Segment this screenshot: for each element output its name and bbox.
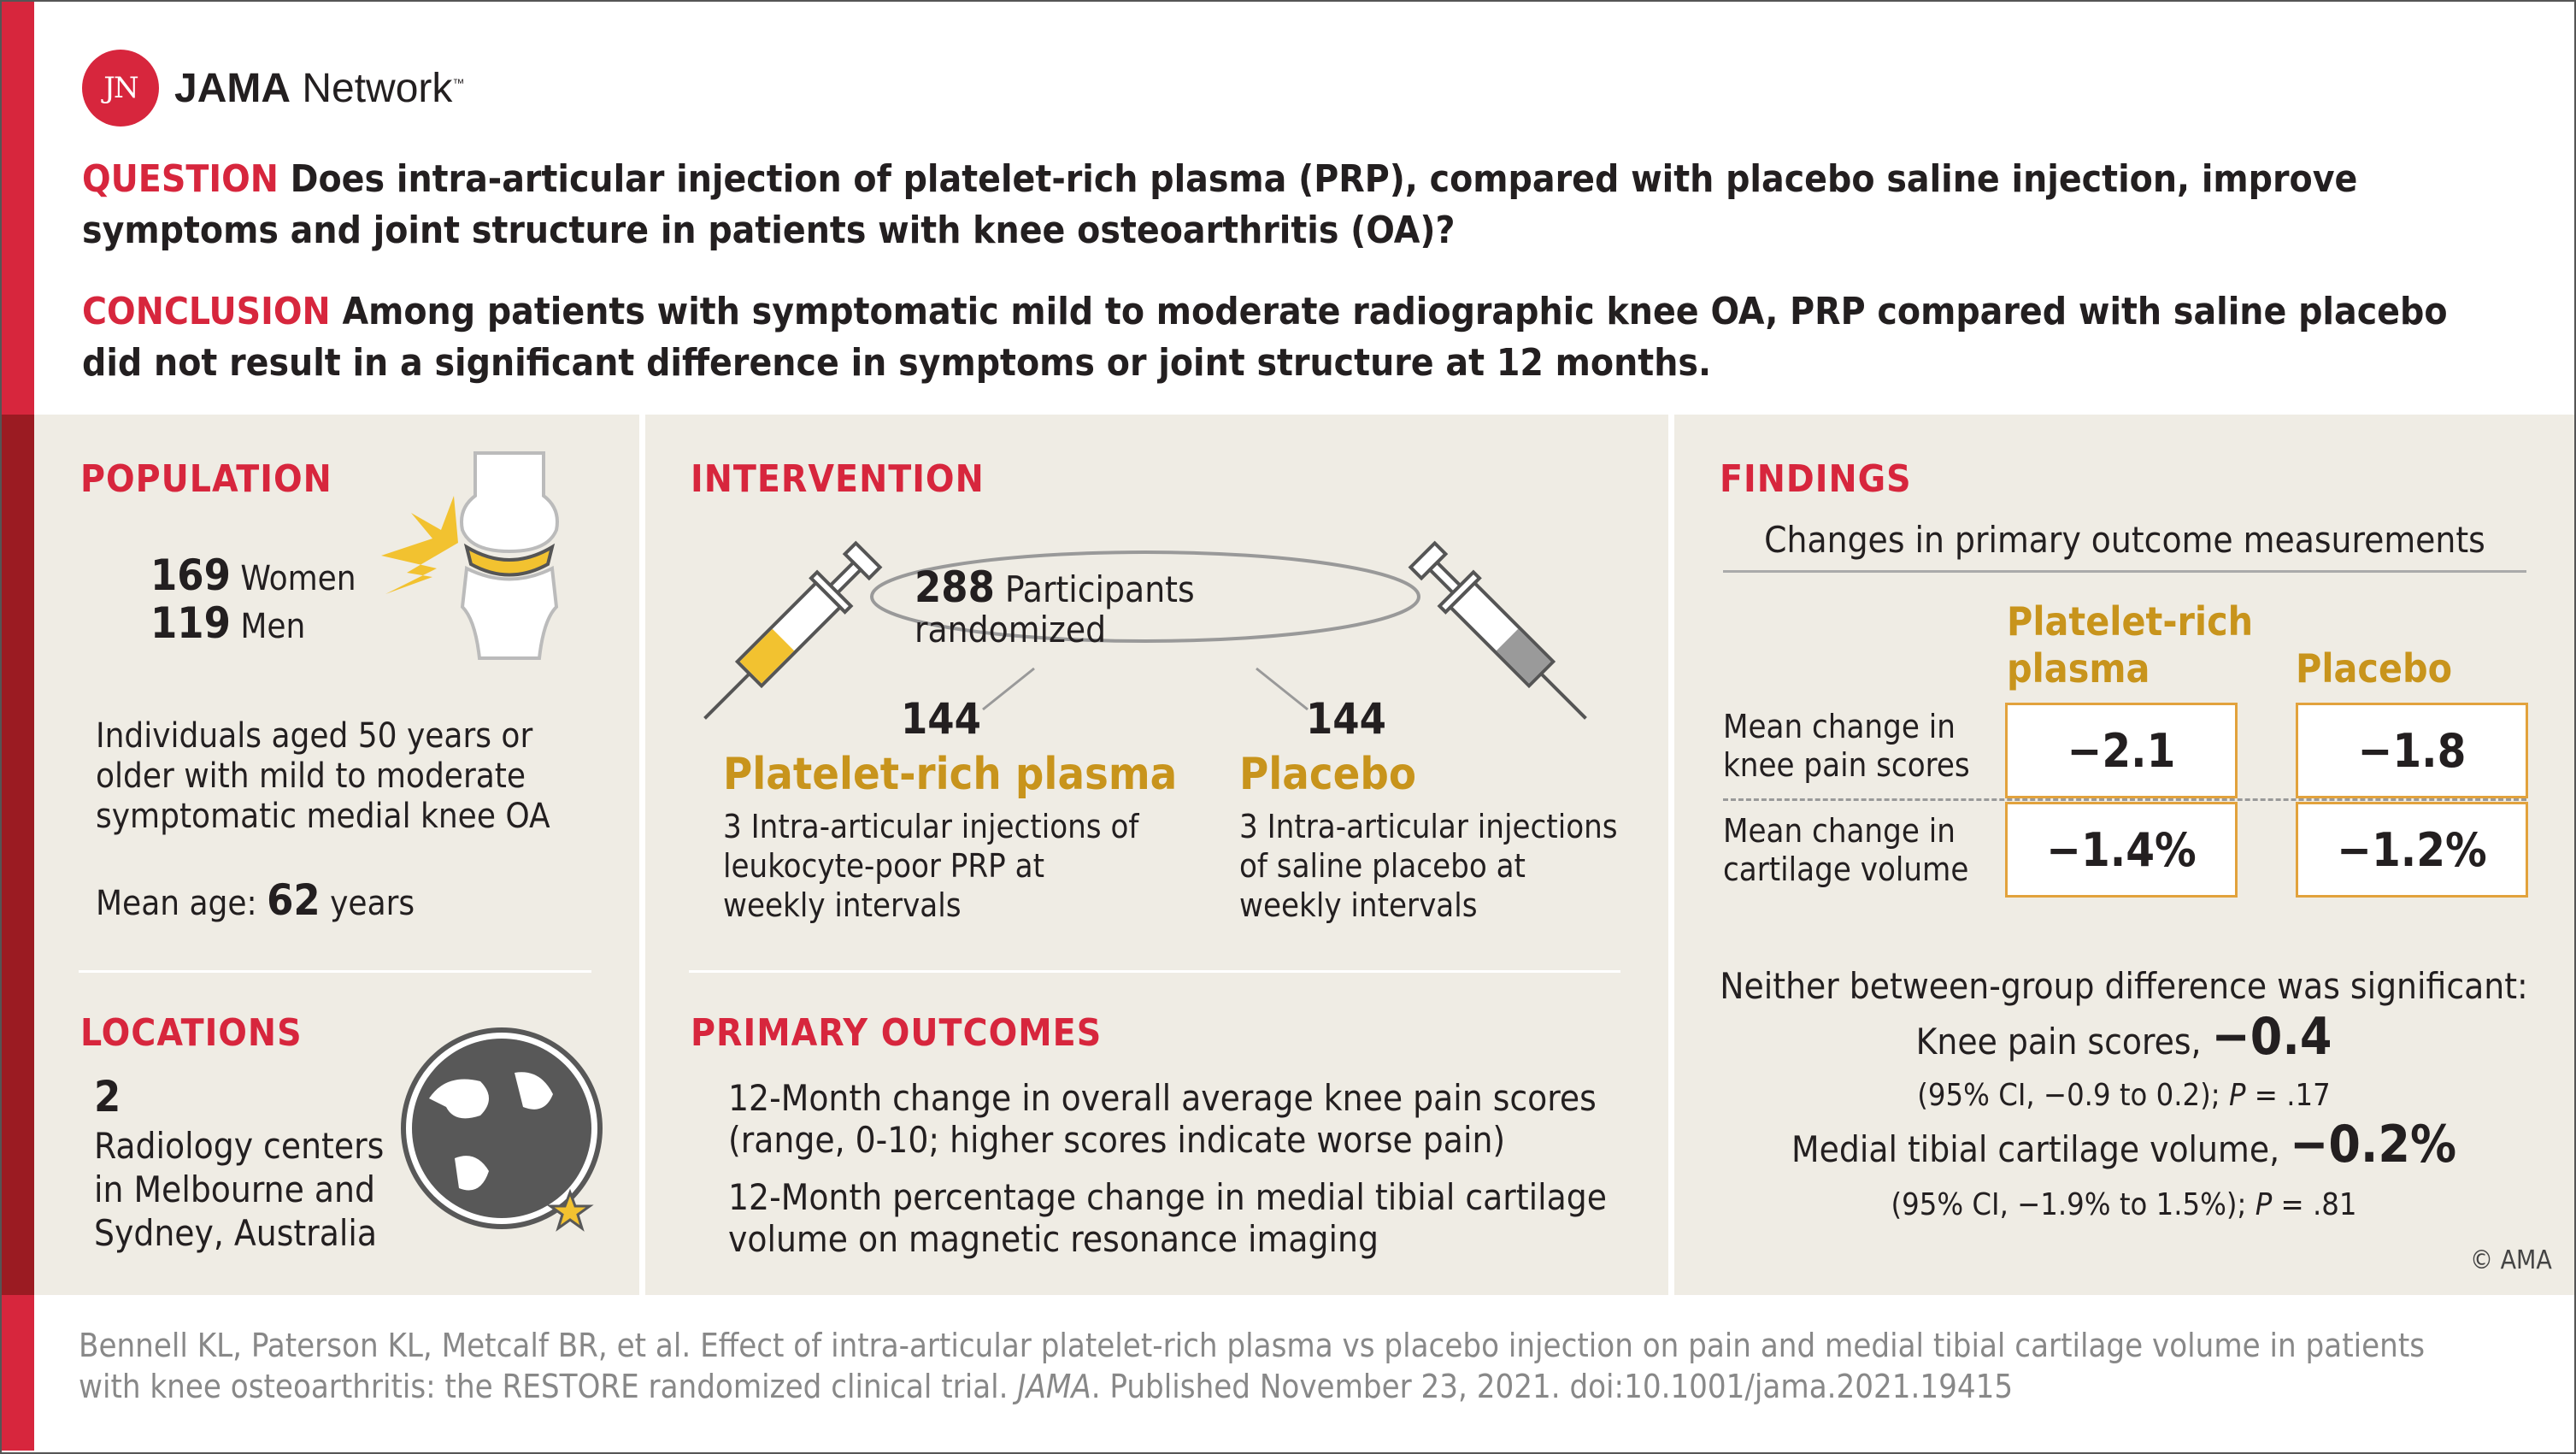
left-accent-bar-bottom: [2, 1295, 34, 1451]
syringe-prp-icon: [703, 540, 883, 720]
men-count: 119 Men: [150, 598, 306, 648]
prp-cartilage-value: −1.4%: [2005, 802, 2238, 898]
population-description: Individuals aged 50 years or older with …: [96, 716, 550, 836]
column-header-placebo: Placebo: [2296, 645, 2453, 692]
conclusion-block: CONCLUSION Among patients with symptomat…: [82, 286, 2492, 389]
row-label-cartilage: Mean change in cartilage volume: [1723, 812, 1969, 888]
question-block: QUESTION Does intra-articular injection …: [82, 154, 2492, 256]
prp-knee-pain-value: −2.1: [2005, 703, 2238, 798]
question-text: Does intra-articular injection of platel…: [82, 157, 2358, 252]
population-title: POPULATION: [80, 457, 332, 501]
divider-line: [79, 970, 591, 973]
brand-name: JAMA Network™: [174, 65, 465, 111]
prp-arm-description: 3 Intra-articular injections of leukocyt…: [723, 808, 1139, 924]
knee-joint-icon: [381, 451, 559, 660]
divider-line: [689, 970, 1620, 973]
women-count: 169 Women: [150, 550, 356, 600]
knee-pain-ci: (95% CI, −0.9 to 0.2); P = .17: [1917, 1078, 2331, 1113]
column-header-prp: Platelet-rich plasma: [2007, 598, 2254, 692]
significance-statement: Neither between-group difference was sig…: [1720, 965, 2528, 1007]
locations-description: Radiology centers in Melbourne and Sydne…: [94, 1125, 385, 1254]
prp-count: 144: [901, 694, 981, 744]
locations-title: LOCATIONS: [80, 1011, 303, 1055]
placebo-arm-name: Placebo: [1239, 749, 1416, 800]
randomized-count: 288 Participants randomized: [915, 562, 1195, 650]
mean-age: Mean age: 62 years: [96, 875, 415, 925]
question-key: QUESTION: [82, 157, 279, 201]
citation: Bennell KL, Paterson KL, Metcalf BR, et …: [79, 1327, 2426, 1405]
placebo-count: 144: [1306, 694, 1386, 744]
row-separator: [1723, 798, 2526, 801]
left-accent-bar: [2, 2, 34, 415]
conclusion-key: CONCLUSION: [82, 290, 331, 333]
panel-divider: [639, 415, 645, 1295]
placebo-knee-pain-value: −1.8: [2296, 703, 2528, 798]
cartilage-difference: Medial tibial cartilage volume, −0.2%: [1791, 1115, 2457, 1174]
placebo-cartilage-value: −1.2%: [2296, 802, 2528, 898]
findings-title: FINDINGS: [1720, 457, 1912, 501]
copyright: © AMA: [2470, 1245, 2552, 1275]
primary-outcomes-title: PRIMARY OUTCOMES: [691, 1011, 1103, 1055]
placebo-arm-description: 3 Intra-articular injections of saline p…: [1239, 808, 1618, 924]
panel-divider: [1668, 415, 1674, 1295]
findings-subtitle: Changes in primary outcome measurements: [1764, 519, 2485, 561]
globe-icon: [401, 1027, 603, 1232]
left-accent-bar-dark: [2, 415, 34, 1295]
randomization-diagram: [870, 550, 1420, 711]
locations-count: 2: [94, 1072, 121, 1121]
conclusion-text: Among patients with symptomatic mild to …: [82, 290, 2448, 385]
syringe-placebo-icon: [1408, 540, 1587, 720]
knee-pain-difference: Knee pain scores, −0.4: [1915, 1007, 2332, 1067]
row-label-knee-pain: Mean change in knee pain scores: [1723, 708, 1970, 784]
prp-arm-name: Platelet-rich plasma: [723, 749, 1178, 800]
intervention-title: INTERVENTION: [691, 457, 985, 501]
findings-subtitle-rule: [1723, 570, 2526, 573]
jama-network-logo: JN JAMA Network™: [82, 50, 464, 127]
jn-logo-icon: JN: [82, 50, 159, 127]
cartilage-ci: (95% CI, −1.9% to 1.5%); P = .81: [1891, 1187, 2357, 1222]
outcome-item-1: 12-Month change in overall average knee …: [728, 1077, 1597, 1161]
outcome-item-2: 12-Month percentage change in medial tib…: [728, 1176, 1608, 1260]
